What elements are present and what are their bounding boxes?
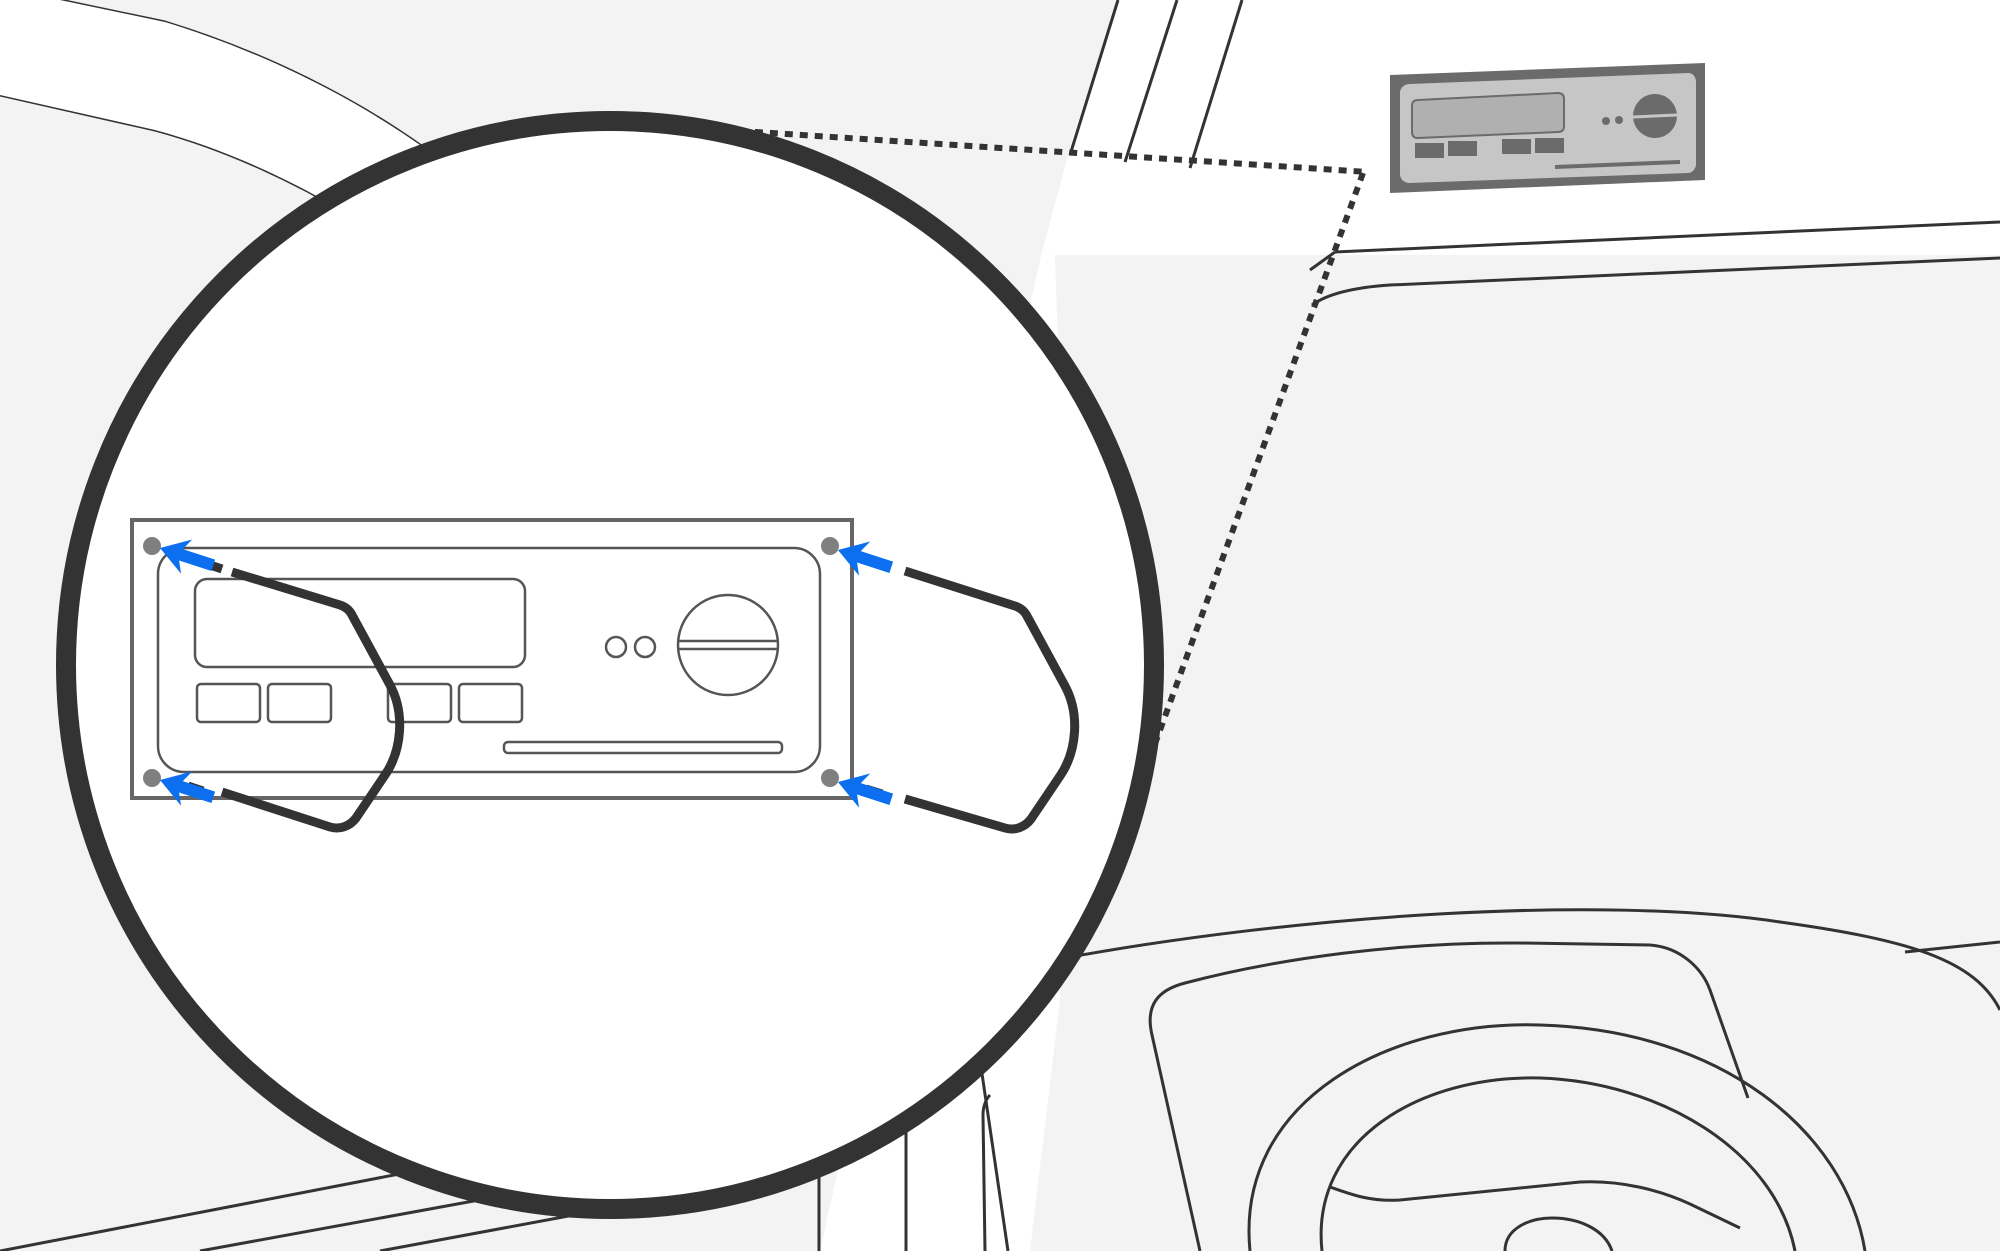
radio-in-dashboard [1390, 63, 1705, 193]
console-post-4 [978, 1059, 1010, 1251]
dash-edge-top [1334, 220, 2000, 254]
zoom-leader-top [694, 125, 1369, 175]
insert-arrows [160, 539, 894, 808]
blue-insert-arrow-top-left [160, 539, 216, 574]
frame-line-3 [1188, 0, 1244, 169]
pillar-inner-fill [0, 0, 460, 215]
radio-preset-button-4 [457, 682, 524, 724]
magnified-view [56, 111, 1164, 1219]
radio-preset-button-2 [266, 682, 333, 724]
radio-removal-key-right [903, 566, 1080, 834]
radio-mini-knob-slot [1632, 113, 1678, 119]
blue-insert-arrow-top-right [838, 541, 894, 576]
dashboard-lower-right-panel [1030, 255, 2000, 1251]
frame-line-1 [1068, 0, 1120, 156]
zoom-leader-side [1137, 171, 1366, 787]
radio-mini-display [1411, 91, 1565, 140]
dash-cluster-hood [1064, 908, 2000, 1011]
radio-preset-button-3 [386, 682, 453, 724]
steering-wheel-hub [1503, 1216, 1614, 1251]
release-hole-bottom-left [143, 769, 161, 787]
console-line-1 [0, 1168, 421, 1251]
blue-insert-arrow-bottom-left [160, 771, 216, 806]
release-hole-bottom-right [821, 769, 839, 787]
release-hole-top-left [143, 537, 161, 555]
steering-wheel-outer [1247, 1023, 1867, 1251]
radio-small-button-2 [633, 635, 657, 659]
radio-mini-dot-2 [1615, 116, 1623, 124]
radio-mini-slot [1554, 160, 1681, 169]
console-line-3 [379, 1210, 591, 1251]
steering-wheel-spoke [1329, 1180, 1741, 1230]
steering-wheel-inner [1319, 1076, 1797, 1251]
radio-front-panel [130, 518, 854, 800]
radio-mini-button-1 [1415, 143, 1444, 158]
blue-insert-arrow-bottom-right [838, 773, 894, 808]
frame-line-2 [1123, 0, 1179, 163]
radio-mini-button-4 [1535, 138, 1564, 153]
zoom-leader [694, 125, 1369, 787]
radio-mini-button-2 [1448, 141, 1477, 156]
dash-edge-link [1309, 250, 1336, 272]
console-line-2 [199, 1196, 491, 1251]
radio-preset-button-1 [195, 682, 262, 724]
release-hole-top-right [821, 537, 839, 555]
radio-mini-dot-1 [1602, 117, 1610, 125]
instrument-cluster [1148, 941, 1750, 1251]
radio-cassette-slot [502, 740, 784, 755]
radio-volume-knob [676, 593, 780, 697]
radio-small-button-1 [604, 635, 628, 659]
radio-mini-button-3 [1502, 139, 1531, 154]
dash-right-edge [1904, 940, 2000, 954]
